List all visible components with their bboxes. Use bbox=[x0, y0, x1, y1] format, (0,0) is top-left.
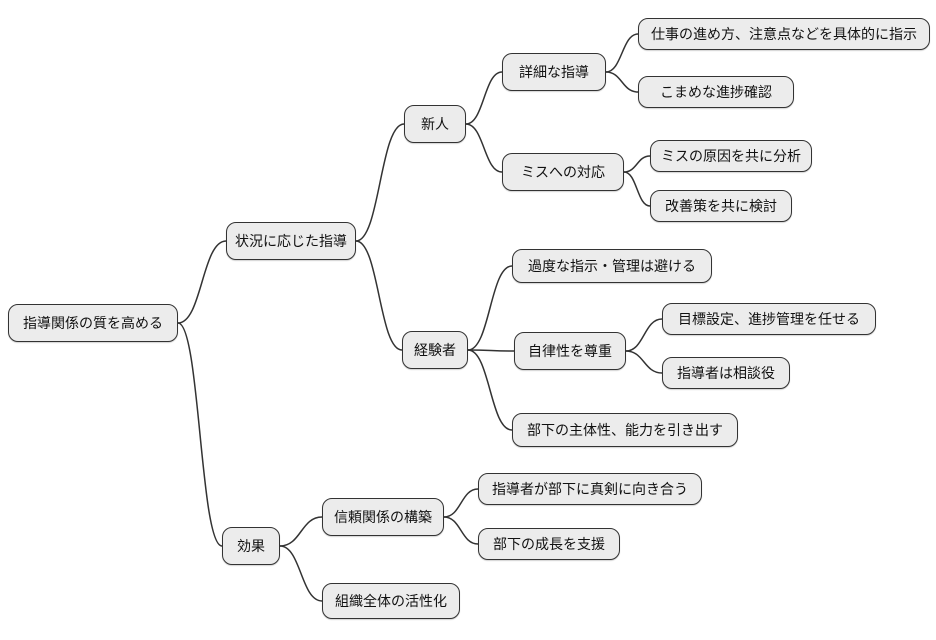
mindmap-node-vitalize: 組織全体の活性化 bbox=[322, 583, 460, 619]
edge-trust-support bbox=[443, 516, 479, 545]
mindmap-node-effect: 効果 bbox=[222, 527, 280, 565]
edge-effect-vitalize bbox=[279, 545, 323, 602]
edge-experienced-autonomy bbox=[467, 349, 515, 352]
mindmap-node-experienced: 経験者 bbox=[402, 331, 468, 369]
edge-situational-newcomer bbox=[355, 123, 405, 242]
mindmap-node-root: 指導関係の質を高める bbox=[8, 304, 178, 342]
edge-root-effect bbox=[177, 322, 223, 547]
mindmap-node-situational: 状況に応じた指導 bbox=[226, 222, 356, 260]
mindmap-node-support: 部下の成長を支援 bbox=[478, 528, 620, 560]
mindmap-node-delegate: 目標設定、進捗管理を任せる bbox=[662, 303, 876, 335]
mindmap-node-trust: 信頼関係の構築 bbox=[322, 498, 444, 536]
edge-experienced-drawout bbox=[467, 349, 513, 431]
edge-newcomer-mistakes bbox=[465, 123, 503, 173]
mindmap-node-avoid: 過度な指示・管理は避ける bbox=[512, 249, 712, 283]
mindmap-node-detailed: 詳細な指導 bbox=[502, 53, 606, 91]
edge-detailed-instruct bbox=[605, 33, 639, 73]
edge-trust-sincere bbox=[443, 488, 479, 518]
edge-situational-experienced bbox=[355, 240, 403, 351]
edge-mistakes-improve bbox=[623, 171, 651, 207]
edge-root-situational bbox=[177, 240, 227, 324]
mindmap-node-autonomy: 自律性を尊重 bbox=[514, 332, 626, 370]
edge-autonomy-delegate bbox=[625, 318, 663, 352]
mindmap-node-improve: 改善策を共に検討 bbox=[650, 190, 792, 222]
mindmap-node-drawout: 部下の主体性、能力を引き出す bbox=[512, 413, 738, 447]
mindmap-node-advisor: 指導者は相談役 bbox=[662, 357, 790, 389]
mindmap-node-newcomer: 新人 bbox=[404, 105, 466, 143]
edge-detailed-progress bbox=[605, 71, 639, 93]
mindmap-node-mistakes: ミスへの対応 bbox=[502, 153, 624, 191]
edge-newcomer-detailed bbox=[465, 71, 503, 125]
edge-mistakes-analyze bbox=[623, 155, 651, 173]
mindmap-node-analyze: ミスの原因を共に分析 bbox=[650, 140, 812, 172]
mindmap-node-instruct: 仕事の進め方、注意点などを具体的に指示 bbox=[638, 18, 930, 50]
edge-experienced-avoid bbox=[467, 265, 513, 351]
edge-autonomy-advisor bbox=[625, 350, 663, 374]
mindmap-node-progress: こまめな進捗確認 bbox=[638, 76, 794, 108]
edge-effect-trust bbox=[279, 516, 323, 547]
mindmap-node-sincere: 指導者が部下に真剣に向き合う bbox=[478, 473, 702, 505]
